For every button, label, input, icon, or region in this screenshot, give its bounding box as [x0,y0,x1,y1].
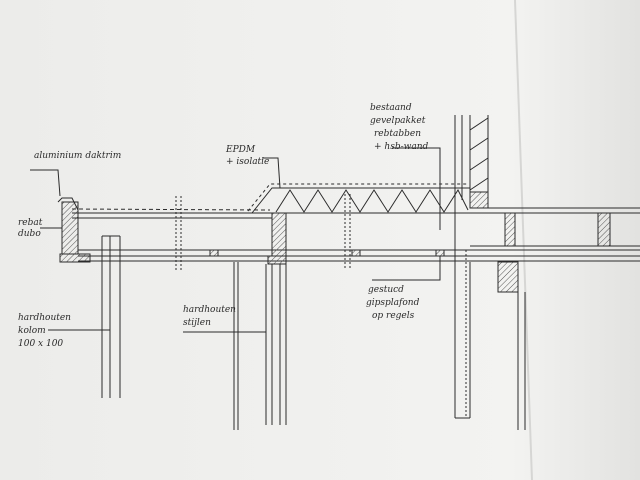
right-block-lower [497,261,519,293]
label-existing-2: gevelpakket [370,116,426,126]
label-studs-1: hardhouten [183,305,236,315]
aluminium-trim-profile [57,197,79,211]
paper-fold [514,0,533,480]
ceiling-batten-2 [351,249,361,257]
label-existing-4: + hsb-wand [374,142,428,152]
label-column-1: hardhouten [18,313,71,323]
label-column-3: 100 x 100 [18,339,63,349]
right-block-upper [504,212,516,247]
leader-epdm [262,157,281,189]
label-existing-3: rebtabben [374,129,421,139]
far-right-block [597,212,611,247]
left-support-block [59,253,91,263]
insulation-zigzag [275,188,469,213]
label-ceiling-2: gipsplafond [366,298,420,308]
ceiling-batten-3 [435,249,445,257]
leader-ceiling [372,256,441,281]
label-ceiling-1: gestucd [368,285,404,295]
rebate-batten-left [61,201,79,255]
drawing-lines [30,115,640,430]
label-epdm-1: EPDM [225,145,256,155]
leader-existing [392,147,441,230]
label-aluminium-trim: aluminium daktrim [34,151,121,161]
insulation-top-slope [251,187,470,214]
label-rebat-1: rebat [18,218,43,228]
ceiling-batten-1 [209,249,219,257]
leader-trim [30,169,61,197]
label-ceiling-3: op regels [372,311,415,321]
label-studs-2: stijlen [183,318,211,328]
stud-top-block [271,212,287,257]
label-epdm-2: + isolatie [226,157,269,167]
label-rebat-2: dubo [18,229,41,239]
stud-base-block [267,255,287,265]
existing-wall-hatch [469,117,489,191]
label-column-2: kolom [18,326,46,336]
membrane-dashed [71,208,271,211]
label-existing-1: bestaand [370,103,412,113]
existing-wall-plate [469,191,489,209]
